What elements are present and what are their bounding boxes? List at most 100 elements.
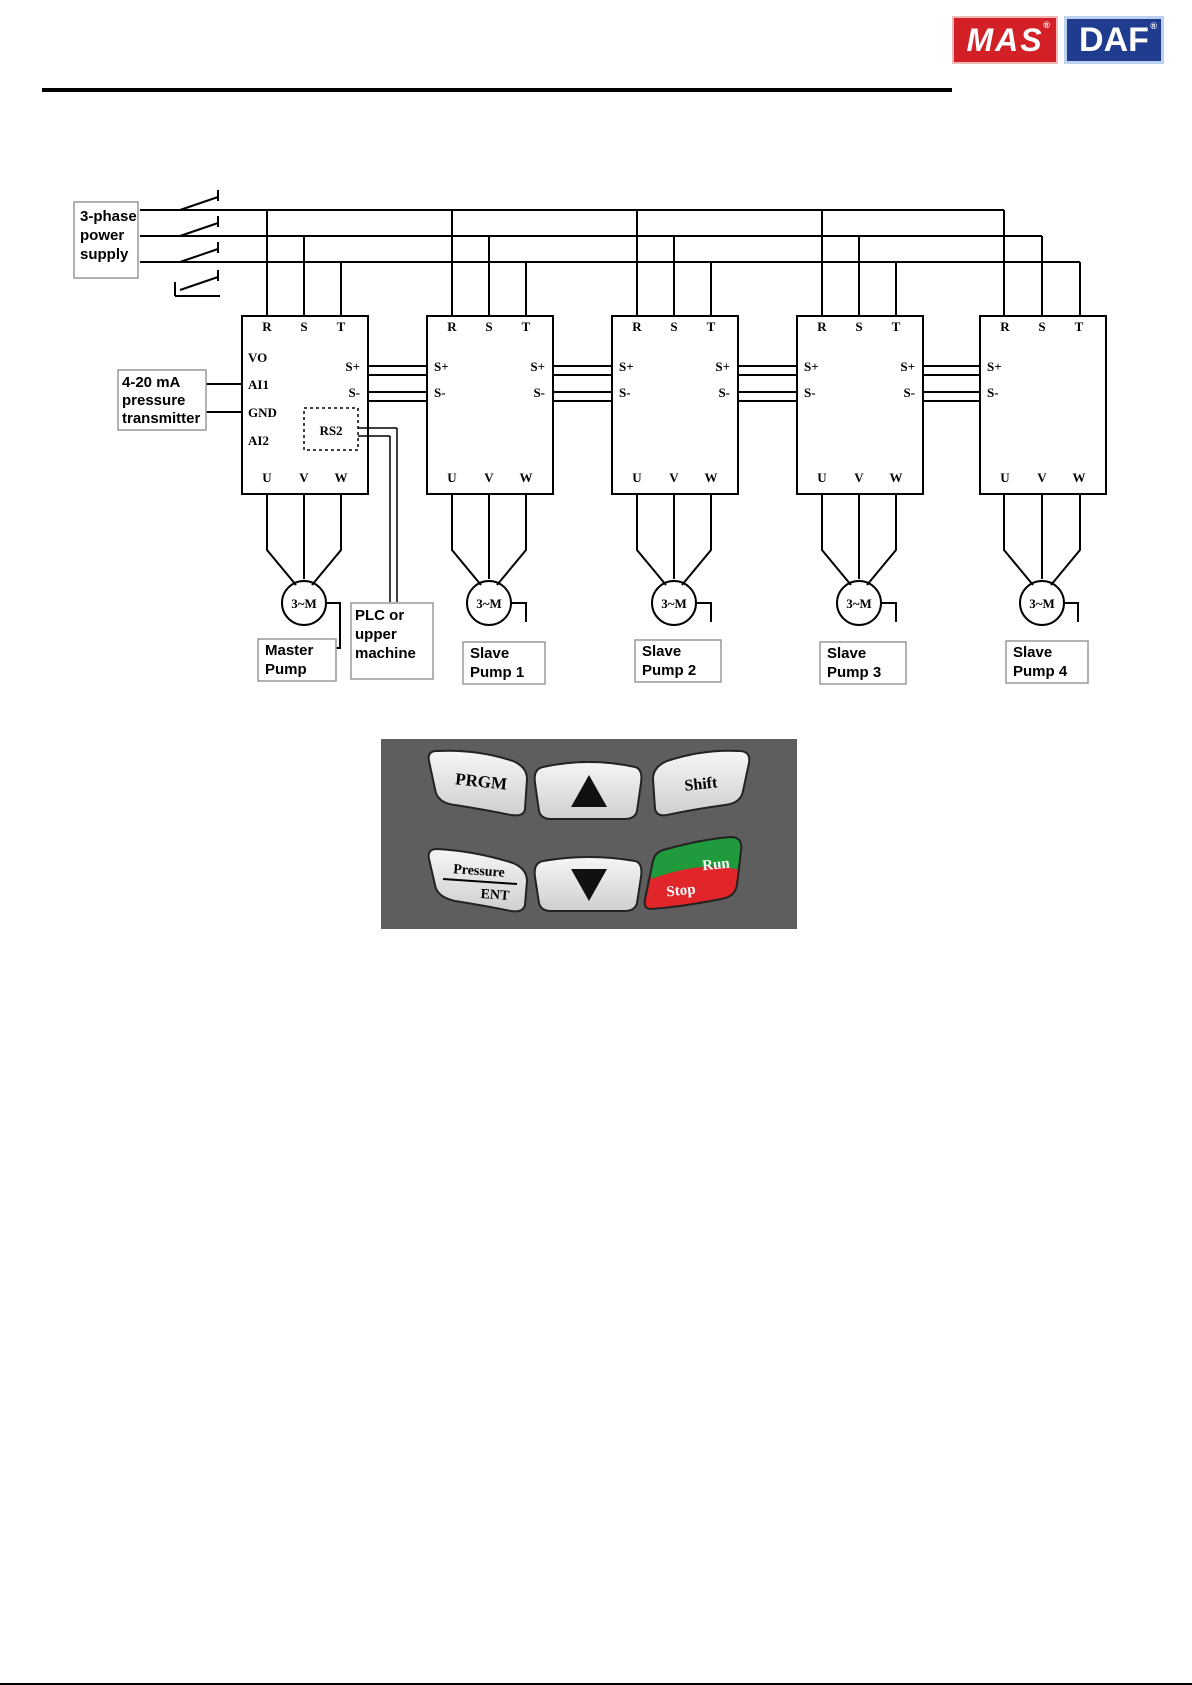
- stop-label: Stop: [666, 882, 697, 901]
- drive-2-input-2: T: [522, 319, 531, 334]
- drive-3-output-0: U: [632, 470, 642, 485]
- drive-5-input-2: T: [1075, 319, 1084, 334]
- drive-5-input-0: R: [1000, 319, 1010, 334]
- drive-3-comm-out-neg: S-: [718, 385, 730, 400]
- drive-2-comm-in-pos: S+: [434, 359, 449, 374]
- shift-button[interactable]: Shift: [651, 749, 751, 817]
- drive-4-output-1: V: [854, 470, 864, 485]
- keypad-panel: PRGM Shift Pressure ENT Run Stop: [381, 739, 797, 929]
- shift-label: Shift: [684, 774, 719, 794]
- logo-mas-mark: ®: [1043, 20, 1052, 30]
- logo-daf-text: DAF: [1079, 20, 1149, 59]
- pump-label-1-line-2: Pump: [265, 661, 307, 678]
- drive-5-output-1: V: [1037, 470, 1047, 485]
- drive-2-comm-out-pos: S+: [530, 359, 545, 374]
- drive-3-output-1: V: [669, 470, 679, 485]
- terminal-vo: VO: [248, 350, 267, 365]
- drive-4-input-1: S: [855, 319, 862, 334]
- logo-daf: DAF ®: [1064, 16, 1164, 64]
- terminal-ai1: AI1: [248, 377, 269, 392]
- brand-logo: MAS ® DAF ®: [952, 16, 1164, 64]
- drive-1-comm-out-pos: S+: [345, 359, 360, 374]
- prgm-button[interactable]: PRGM: [427, 749, 529, 817]
- header-rule: [42, 88, 952, 92]
- inverter-slave-3: [796, 315, 924, 495]
- pump-box-slave-3: [819, 641, 907, 685]
- drive-4-input-0: R: [817, 319, 827, 334]
- drive-3-input-0: R: [632, 319, 642, 334]
- pump-label-3-line-2: Pump 2: [642, 662, 696, 679]
- logo-daf-mark: ®: [1150, 21, 1157, 31]
- drive-2-output-1: V: [484, 470, 494, 485]
- footer-rule: [0, 1683, 1192, 1685]
- inverter-slave-2: [611, 315, 739, 495]
- drive-2-input-0: R: [447, 319, 457, 334]
- pressure-ent-button[interactable]: Pressure ENT: [427, 847, 529, 913]
- drive-3-input-2: T: [707, 319, 716, 334]
- drive-4-output-2: W: [890, 470, 903, 485]
- pump-box-master: [257, 638, 337, 682]
- pump-label-3-line-1: Slave: [642, 643, 681, 660]
- inverter-slave-1: [426, 315, 554, 495]
- power-supply-label-1: 3-phase: [80, 208, 137, 225]
- up-arrow-button[interactable]: [533, 761, 643, 820]
- drive-2-comm-out-neg: S-: [533, 385, 545, 400]
- drive-1-output-0: U: [262, 470, 272, 485]
- plc-label-3: machine: [355, 645, 416, 662]
- rs2-label: RS2: [319, 423, 342, 438]
- drive-1-output-2: W: [335, 470, 348, 485]
- transmitter-box: [117, 369, 207, 431]
- drive-3-comm-in-pos: S+: [619, 359, 634, 374]
- up-arrow-icon: [571, 775, 607, 807]
- pump-label-2-line-2: Pump 1: [470, 664, 524, 681]
- drive-2-output-0: U: [447, 470, 457, 485]
- drive-4-output-0: U: [817, 470, 827, 485]
- pump-label-4-line-2: Pump 3: [827, 664, 881, 681]
- motor-label-4: 3~M: [846, 596, 872, 611]
- pump-box-slave-1: [462, 641, 546, 685]
- drive-3-comm-in-neg: S-: [619, 385, 631, 400]
- drive-2-comm-in-neg: S-: [434, 385, 446, 400]
- drive-4-input-2: T: [892, 319, 901, 334]
- pressure-label: Pressure: [453, 862, 506, 881]
- motor-label-2: 3~M: [476, 596, 502, 611]
- down-arrow-icon: [571, 869, 607, 901]
- pump-label-4-line-1: Slave: [827, 645, 866, 662]
- pump-label-5-line-1: Slave: [1013, 644, 1052, 661]
- plc-label-1: PLC or: [355, 607, 404, 624]
- drive-5-output-2: W: [1073, 470, 1086, 485]
- down-arrow-button[interactable]: [533, 856, 643, 912]
- pressure-divider: [442, 878, 518, 885]
- transmitter-label-2: pressure: [122, 392, 185, 409]
- drive-5-comm-in-neg: S-: [987, 385, 999, 400]
- drive-5-input-1: S: [1038, 319, 1045, 334]
- pump-wiring-diagram: 3-phase power supply 4-20 mApressuretransmi…: [73, 190, 1107, 685]
- pump-label-2-line-1: Slave: [470, 645, 509, 662]
- drive-4-comm-in-pos: S+: [804, 359, 819, 374]
- plc-box: [350, 602, 434, 680]
- drive-1-comm-out-neg: S-: [348, 385, 360, 400]
- drive-3-output-2: W: [705, 470, 718, 485]
- power-supply-label-3: supply: [80, 246, 129, 263]
- motor-label-1: 3~M: [291, 596, 317, 611]
- drive-5-comm-in-pos: S+: [987, 359, 1002, 374]
- pump-box-slave-4: [1005, 640, 1089, 684]
- motor-label-3: 3~M: [661, 596, 687, 611]
- power-supply-label-2: power: [80, 227, 124, 244]
- plc-label-2: upper: [355, 626, 397, 643]
- transmitter-label-3: transmitter: [122, 410, 201, 427]
- logo-mas: MAS ®: [952, 16, 1058, 64]
- drive-2-output-2: W: [520, 470, 533, 485]
- transmitter-label-1: 4-20 mA: [122, 374, 181, 391]
- drive-2-input-1: S: [485, 319, 492, 334]
- ent-label: ENT: [480, 887, 510, 904]
- drive-5-output-0: U: [1000, 470, 1010, 485]
- logo-mas-text: MAS: [966, 21, 1044, 58]
- drive-1-input-2: T: [337, 319, 346, 334]
- power-supply-box: [73, 201, 139, 279]
- rs2-port: [303, 407, 359, 451]
- pump-label-1-line-1: Master: [265, 642, 314, 659]
- drive-4-comm-in-neg: S-: [804, 385, 816, 400]
- pump-box-slave-2: [634, 639, 722, 683]
- run-stop-button[interactable]: Run Stop: [641, 834, 751, 914]
